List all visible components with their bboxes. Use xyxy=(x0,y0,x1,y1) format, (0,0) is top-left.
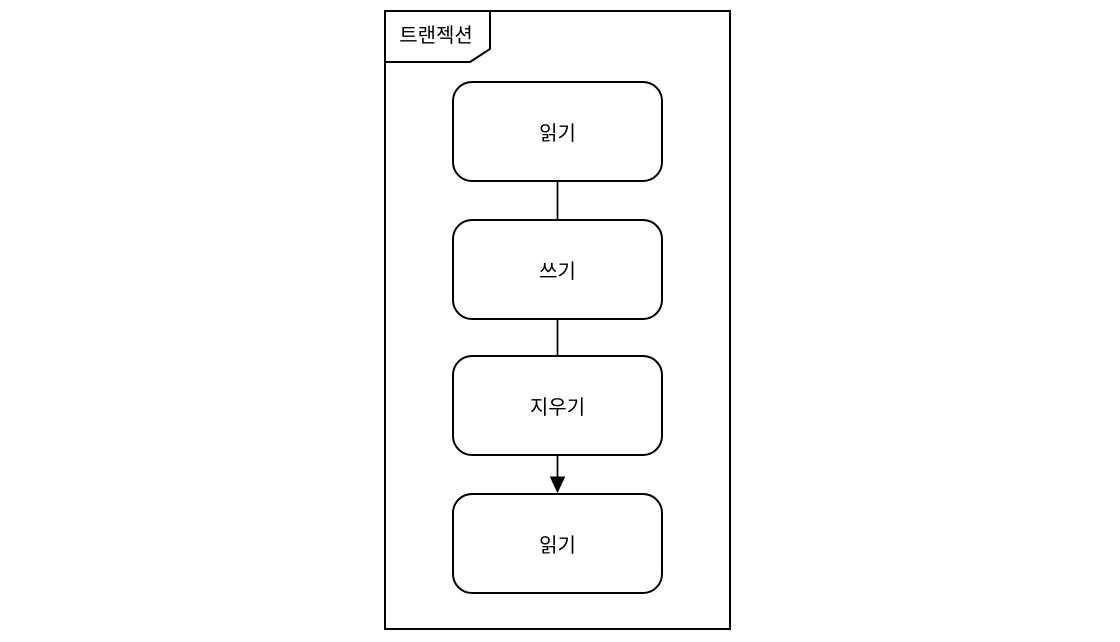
flow-node-label: 읽기 xyxy=(539,123,576,145)
frame-title: 트랜젝션 xyxy=(399,25,473,47)
flow-node-label: 쓰기 xyxy=(539,261,576,283)
flow-node-read-2: 읽기 xyxy=(452,493,663,594)
flow-node-label: 지우기 xyxy=(529,397,586,419)
flow-node-read-1: 읽기 xyxy=(452,81,663,182)
transaction-frame xyxy=(384,10,731,630)
flow-node-label: 읽기 xyxy=(539,535,576,557)
flow-node-write: 쓰기 xyxy=(452,219,663,320)
flow-node-erase: 지우기 xyxy=(452,355,663,456)
